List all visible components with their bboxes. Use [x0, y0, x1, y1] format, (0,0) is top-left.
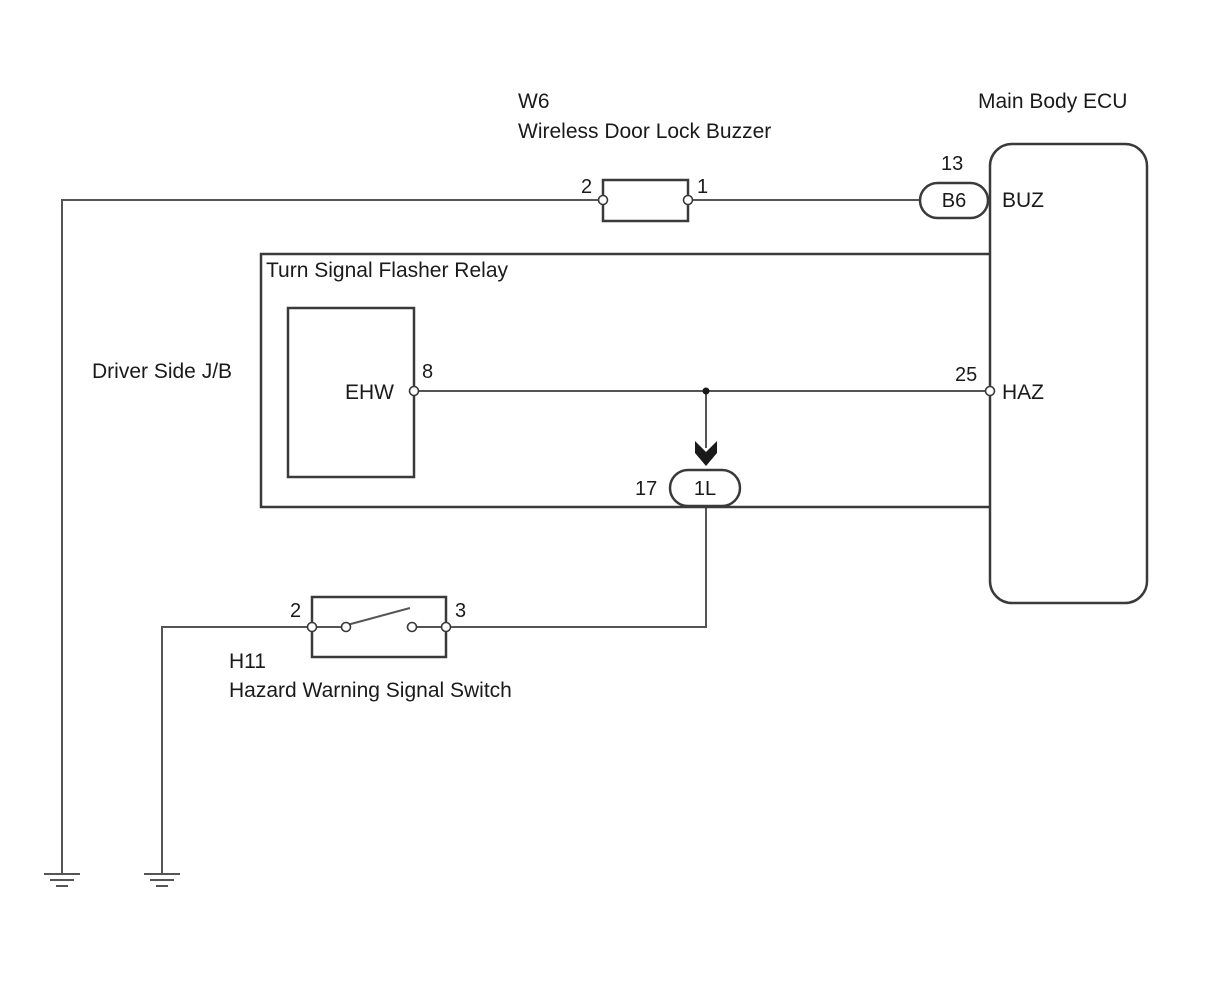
hazard-switch-pin-3-label: 3 — [455, 600, 466, 622]
haz-pin — [984, 385, 996, 397]
hazard-switch-name: Hazard Warning Signal Switch — [229, 679, 512, 702]
buzzer-pin-2-label: 2 — [581, 176, 592, 198]
hazard-switch-code: H11 — [229, 650, 266, 673]
hazard-switch-contact — [346, 607, 411, 626]
wire-1l-to-switch — [446, 506, 707, 628]
buzzer-box — [601, 178, 690, 223]
hazard-switch-pin-2 — [306, 621, 318, 633]
connector-1l-pin-number: 17 — [635, 478, 657, 500]
buzzer-pin-1-label: 1 — [697, 176, 708, 198]
ecu-pin-haz-label: HAZ — [1002, 381, 1044, 404]
ecu-name: Main Body ECU — [978, 90, 1127, 113]
ground-symbol-left — [44, 873, 80, 887]
main-body-ecu-box — [988, 142, 1149, 605]
wire-buzzer-ground — [61, 199, 603, 873]
junction-block-name: Driver Side J/B — [92, 360, 232, 383]
buzzer-code: W6 — [518, 90, 550, 113]
hazard-switch-contact-right — [406, 621, 418, 633]
connector-b6-label: B6 — [942, 190, 966, 212]
ehw-pin-label: EHW — [345, 381, 394, 404]
splice-dot — [702, 387, 710, 395]
connector-1l-label: 1L — [694, 478, 716, 500]
buzzer-name: Wireless Door Lock Buzzer — [518, 120, 771, 143]
hazard-switch-pin-2-label: 2 — [290, 600, 301, 622]
connector-1l — [668, 468, 742, 508]
ehw-pin — [408, 385, 420, 397]
ehw-pin-number: 8 — [422, 361, 433, 383]
hazard-switch-contact-left — [340, 621, 352, 633]
flasher-relay-name: Turn Signal Flasher Relay — [266, 259, 508, 282]
junction-block-outline — [259, 252, 990, 509]
wire-switch-ground — [161, 626, 312, 873]
hazard-switch-pin-3 — [440, 621, 452, 633]
haz-pin-number: 25 — [955, 364, 977, 386]
splice-arrow-icon — [695, 441, 717, 466]
connector-b6-pin-number: 13 — [941, 153, 963, 175]
ecu-pin-buz-label: BUZ — [1002, 189, 1044, 212]
connector-b6 — [918, 181, 990, 220]
buzzer-pin-1 — [682, 194, 694, 206]
buzzer-pin-2 — [597, 194, 609, 206]
ground-symbol-right — [144, 873, 180, 887]
